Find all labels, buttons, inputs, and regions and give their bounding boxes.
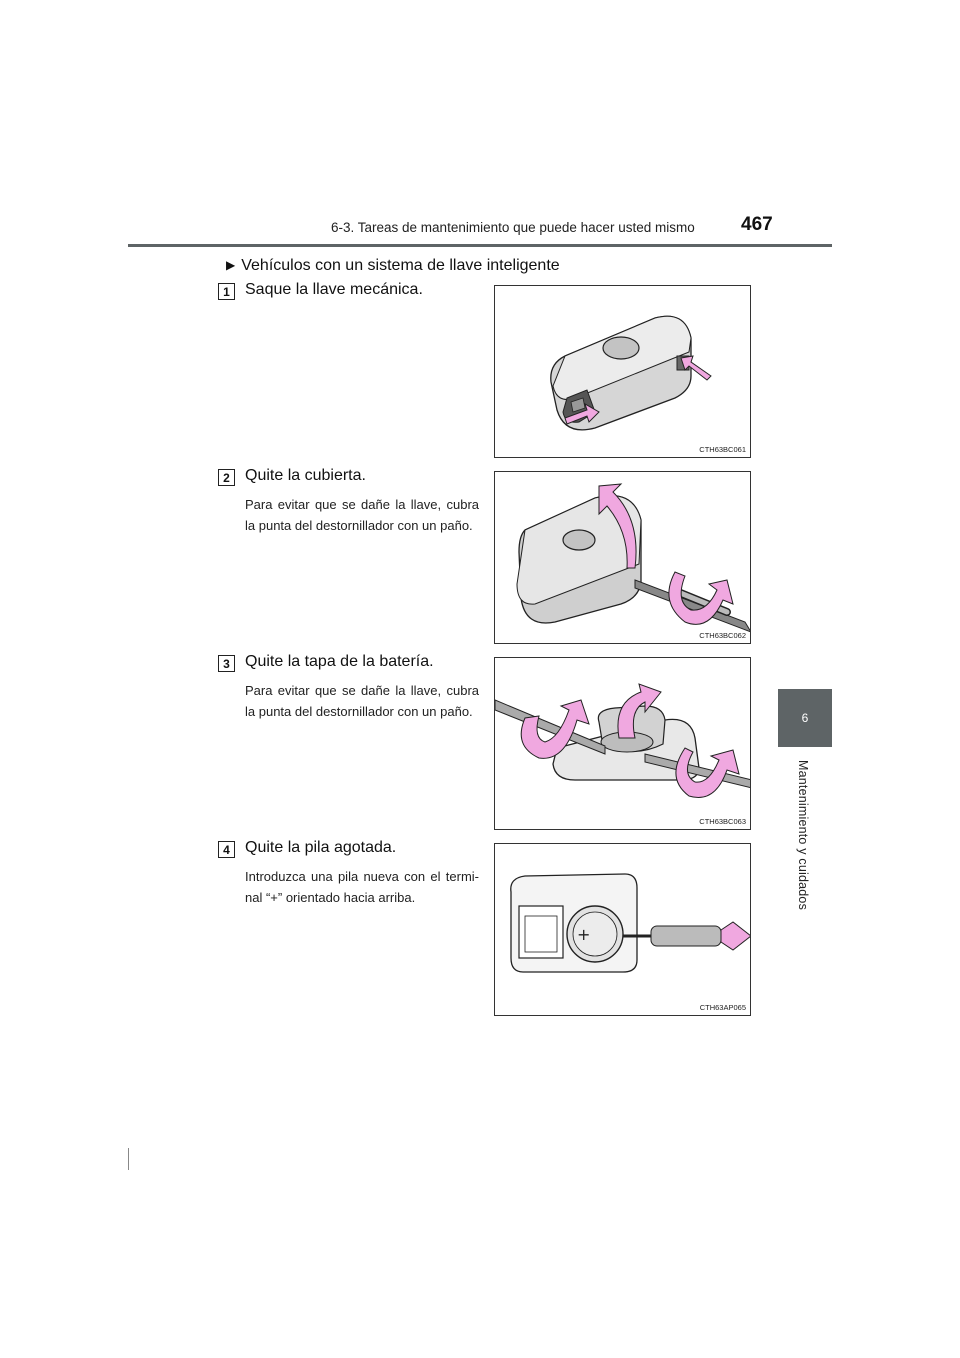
section-heading-text: Vehículos con un sistema de llave inteli… [241, 257, 560, 274]
battery-removal-illustration: + [510, 873, 750, 973]
triangle-right-icon: ▶ [226, 258, 236, 272]
step-note: Para evitar que se dañe la llave, cubra … [245, 683, 479, 719]
figure-code: CTH63AP065 [699, 1003, 746, 1012]
chapter-title: Mantenimiento y cuidados [796, 760, 810, 911]
key-fob-illustration [550, 315, 712, 431]
margin-mark [128, 1148, 129, 1170]
step-text: Quite la cubierta. [245, 467, 366, 484]
step-number-badge: 1 [218, 283, 235, 300]
battery-cover-illustration [495, 683, 750, 798]
figure-code: CTH63BC062 [699, 631, 746, 640]
step-note: Para evitar que se dañe la llave, cubra … [245, 497, 479, 533]
step-number-badge: 2 [218, 469, 235, 486]
svg-text:+: + [577, 925, 590, 944]
key-fob-cover-illustration [516, 483, 750, 633]
header-section-title: 6-3. Tareas de mantenimiento que puede h… [331, 220, 695, 235]
step-number-badge: 4 [218, 841, 235, 858]
header-rule [128, 244, 832, 247]
figure-remove-battery: + CTH63AP065 [494, 843, 751, 1016]
figure-code: CTH63BC063 [699, 817, 746, 826]
figure-remove-battery-cover: CTH63BC063 [494, 657, 751, 830]
chapter-number: 6 [801, 711, 809, 725]
step-text: Saque la llave mecánica. [245, 281, 423, 298]
step-text: Quite la tapa de la batería. [245, 653, 434, 670]
step-note: Introduzca una pila nueva con el termi-n… [245, 869, 479, 905]
figure-remove-cover: CTH63BC062 [494, 471, 751, 644]
figure-remove-mechanical-key: CTH63BC061 [494, 285, 751, 458]
step-number-badge: 3 [218, 655, 235, 672]
section-heading: ▶ Vehículos con un sistema de llave intel… [226, 257, 560, 275]
figure-code: CTH63BC061 [699, 445, 746, 454]
page-number: 467 [741, 214, 773, 235]
chapter-tab: 6 [778, 689, 832, 747]
step-text: Quite la pila agotada. [245, 839, 397, 856]
